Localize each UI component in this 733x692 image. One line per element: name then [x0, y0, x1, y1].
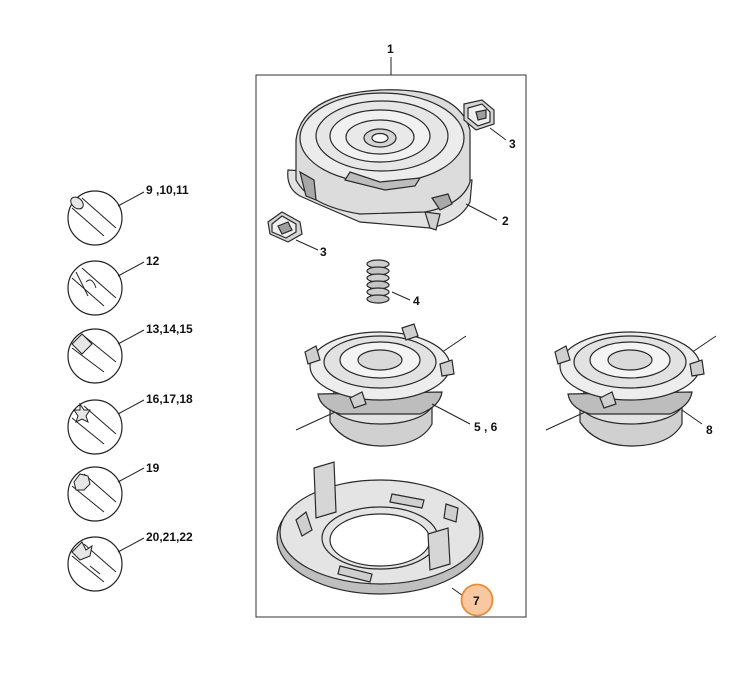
label-cover: 7: [473, 594, 480, 608]
label-line-star: 16,17,18: [146, 392, 193, 406]
label-cap-top: 3: [509, 137, 516, 151]
label-cap-left: 3: [320, 245, 327, 259]
line-star-icon: [67, 399, 123, 455]
highlight-marker[interactable]: [460, 583, 494, 617]
line-square-icon: [67, 328, 123, 384]
label-line-sawtooth: 20,21,22: [146, 530, 193, 544]
label-housing: 2: [502, 214, 509, 228]
spool-part: [295, 323, 467, 447]
line-twisted-icon: [67, 260, 123, 316]
spool-alt-part: [545, 331, 717, 447]
label-spool-alt: 8: [706, 423, 713, 437]
label-line-twisted: 12: [146, 254, 160, 268]
label-line-square: 13,14,15: [146, 322, 193, 336]
spring-part: [366, 259, 390, 304]
cover-part: [276, 461, 484, 595]
housing-part: [287, 89, 473, 231]
cap-part-top: [463, 99, 495, 131]
line-serrated-icon: [67, 466, 123, 522]
label-line-round: 9 ,10,11: [146, 183, 189, 197]
label-line-serrated: 19: [146, 461, 160, 475]
line-round-icon: [67, 190, 123, 246]
label-assembly: 1: [387, 42, 394, 56]
line-sawtooth-icon: [67, 536, 123, 592]
label-spool: 5 , 6: [474, 420, 498, 434]
cap-part-left: [267, 211, 303, 243]
label-spring: 4: [413, 294, 420, 308]
